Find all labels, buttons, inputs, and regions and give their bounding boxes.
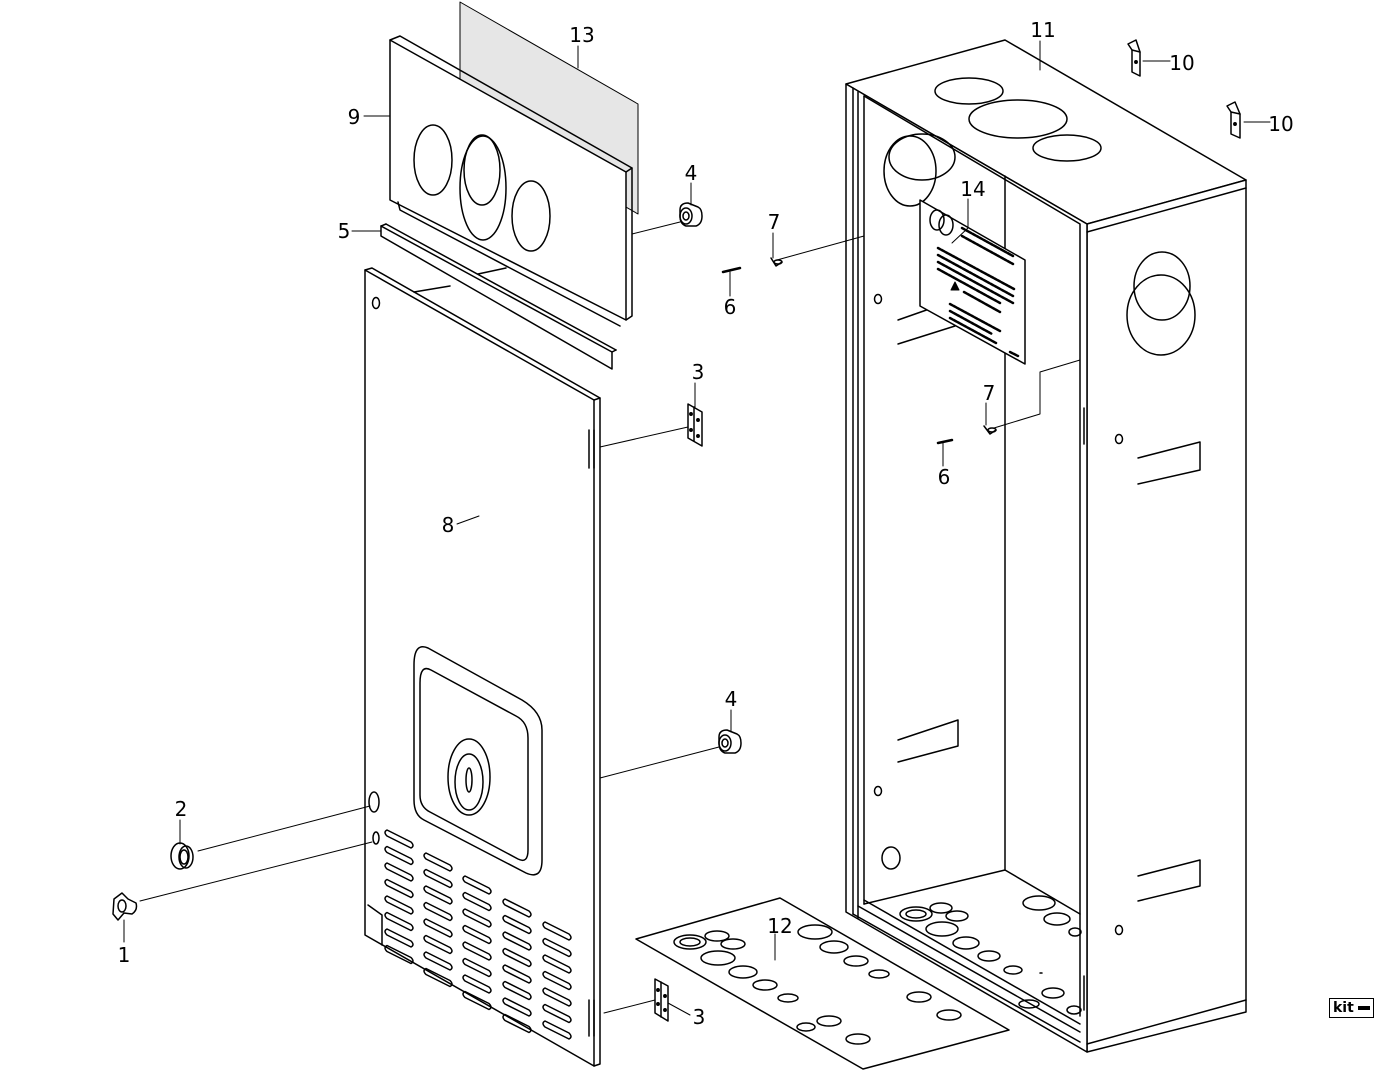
- louver-slot: [384, 862, 414, 882]
- part-3-hinge-lower: [654, 978, 669, 1022]
- louver-slot: [423, 885, 453, 905]
- callout-14: 14: [960, 177, 985, 201]
- part-9-top-panel: [389, 35, 633, 327]
- callout-labels: 1 2 3 3 4 4 5 6 6 7 7 8 9 10 10 11 12 13…: [118, 18, 1294, 1029]
- part-3-hinge-upper: [687, 403, 703, 447]
- label-text-line: [936, 260, 1015, 305]
- part-4-lock-lower: [718, 729, 742, 754]
- louver-slot: [423, 967, 453, 988]
- louver-slot: [502, 898, 532, 918]
- callout-2: 2: [175, 797, 188, 821]
- callout-12: 12: [767, 914, 792, 938]
- callout-11: 11: [1030, 18, 1055, 42]
- louver-slot: [423, 918, 453, 938]
- part-14-warning-label: [919, 199, 1026, 365]
- louver-slot: [542, 1020, 572, 1040]
- louver-slot: [423, 934, 453, 955]
- part-6-screw-lower: [936, 438, 954, 445]
- label-text-line: [936, 246, 1016, 291]
- louver-slot: [542, 921, 572, 941]
- louver-slot: [542, 937, 572, 958]
- part-8-door-panel: [364, 267, 601, 1067]
- callout-4-upper: 4: [685, 161, 698, 185]
- louver-slot: [542, 1003, 572, 1024]
- part-11-cabinet-housing: [845, 39, 1247, 1053]
- callout-13: 13: [569, 23, 594, 47]
- louver-slot: [423, 951, 453, 971]
- louver-slot: [502, 980, 532, 1001]
- callout-3-lower: 3: [693, 1005, 706, 1029]
- louver-slot: [542, 954, 572, 974]
- louver-slot: [502, 947, 532, 968]
- part-7-clip-lower: [983, 425, 997, 435]
- louver-slot: [502, 931, 532, 951]
- louver-slot: [384, 911, 414, 932]
- callout-5: 5: [338, 219, 351, 243]
- louver-slot: [462, 974, 492, 994]
- callout-6-upper: 6: [724, 295, 737, 319]
- kit-badge: kit: [1329, 998, 1374, 1018]
- part-5-strip: [380, 223, 617, 370]
- part-1-wing-knob: [112, 892, 138, 921]
- louver-slot: [542, 987, 572, 1007]
- label-text-line: [960, 226, 1015, 258]
- louver-slot: [384, 845, 414, 866]
- label-text-line: [948, 316, 998, 345]
- callout-7-lower: 7: [983, 381, 996, 405]
- louver-slot: [462, 875, 492, 895]
- kit-label: kit: [1333, 1000, 1354, 1016]
- callout-6-lower: 6: [938, 465, 951, 489]
- louver-slot: [384, 829, 414, 849]
- louver-slot: [502, 997, 532, 1017]
- louver-slot: [384, 928, 414, 948]
- leader-lines: [123, 40, 1271, 1016]
- callout-9: 9: [348, 105, 361, 129]
- louver-slot: [502, 914, 532, 935]
- label-text-line: [1008, 350, 1020, 358]
- label-text-line: [960, 234, 1015, 266]
- part-4-lock-upper: [679, 202, 703, 227]
- louver-slot: [462, 990, 492, 1011]
- louver-slot: [384, 944, 414, 965]
- louver-slot: [462, 924, 492, 945]
- part-12-gland-plate: [635, 897, 1010, 1070]
- label-text-line: [948, 302, 1002, 333]
- louver-slot: [462, 941, 492, 961]
- louver-slot: [423, 852, 453, 872]
- louver-slot: [502, 1013, 532, 1034]
- door-louvers: [384, 829, 572, 1040]
- part-2-grommet: [170, 842, 194, 870]
- label-text-line: [962, 290, 1002, 314]
- louver-slot: [502, 964, 532, 984]
- callout-8: 8: [442, 513, 455, 537]
- louver-slot: [384, 895, 414, 915]
- louver-slot: [462, 891, 492, 912]
- louver-slot: [462, 957, 492, 978]
- part-6-screw-upper: [721, 266, 742, 274]
- label-text-line: [936, 253, 1015, 298]
- label-text-line: [948, 309, 994, 336]
- part-10-bracket-top: [1127, 39, 1141, 77]
- callout-10-lower: 10: [1268, 112, 1293, 136]
- callout-10-top: 10: [1169, 51, 1194, 75]
- louver-slot: [423, 901, 453, 922]
- callout-3-upper: 3: [692, 360, 705, 384]
- label-text-line: [936, 267, 1002, 305]
- part-10-bracket-lower: [1226, 101, 1241, 139]
- callout-1: 1: [118, 943, 131, 967]
- kit-minus-icon: [1357, 1006, 1370, 1010]
- louver-slot: [423, 868, 453, 889]
- louver-slot: [462, 908, 492, 928]
- louver-slot: [542, 970, 572, 991]
- callout-7-upper: 7: [768, 210, 781, 234]
- louver-slot: [384, 878, 414, 899]
- callout-4-lower: 4: [725, 687, 738, 711]
